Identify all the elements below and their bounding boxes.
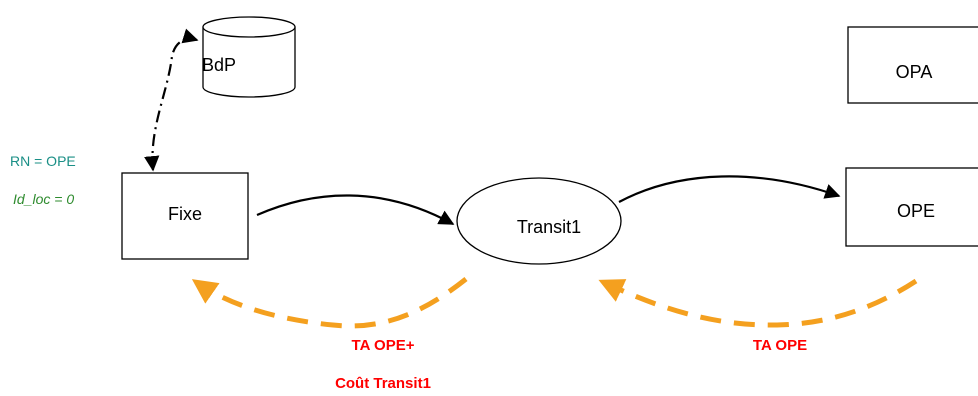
- transit-to-ope-arrow: [618, 175, 841, 203]
- fixe-to-transit-arrow: [256, 194, 455, 225]
- ope-to-transit-return-arrow: [598, 278, 918, 328]
- database-link-arrow: [144, 28, 199, 172]
- database-cylinder: BdP: [202, 16, 296, 98]
- ope-node: OPE: [845, 167, 978, 247]
- left-return-label-line2: Coût Transit1: [335, 375, 431, 392]
- id-loc-annotation: Id_loc = 0: [13, 191, 74, 207]
- opa-node: OPA: [847, 26, 978, 104]
- opa-label: OPA: [896, 62, 933, 82]
- rn-annotation: RN = OPE: [10, 153, 76, 169]
- transit-node: Transit1: [456, 177, 622, 265]
- fixe-label: Fixe: [168, 204, 202, 224]
- transit-label: Transit1: [517, 217, 581, 237]
- right-return-label: TA OPE: [753, 337, 807, 354]
- transit-to-fixe-return-arrow: [191, 277, 468, 329]
- ope-label: OPE: [897, 201, 935, 221]
- fixe-node: Fixe: [121, 172, 249, 260]
- database-label: BdP: [202, 55, 236, 75]
- left-return-label-line1: TA OPE+: [352, 337, 415, 354]
